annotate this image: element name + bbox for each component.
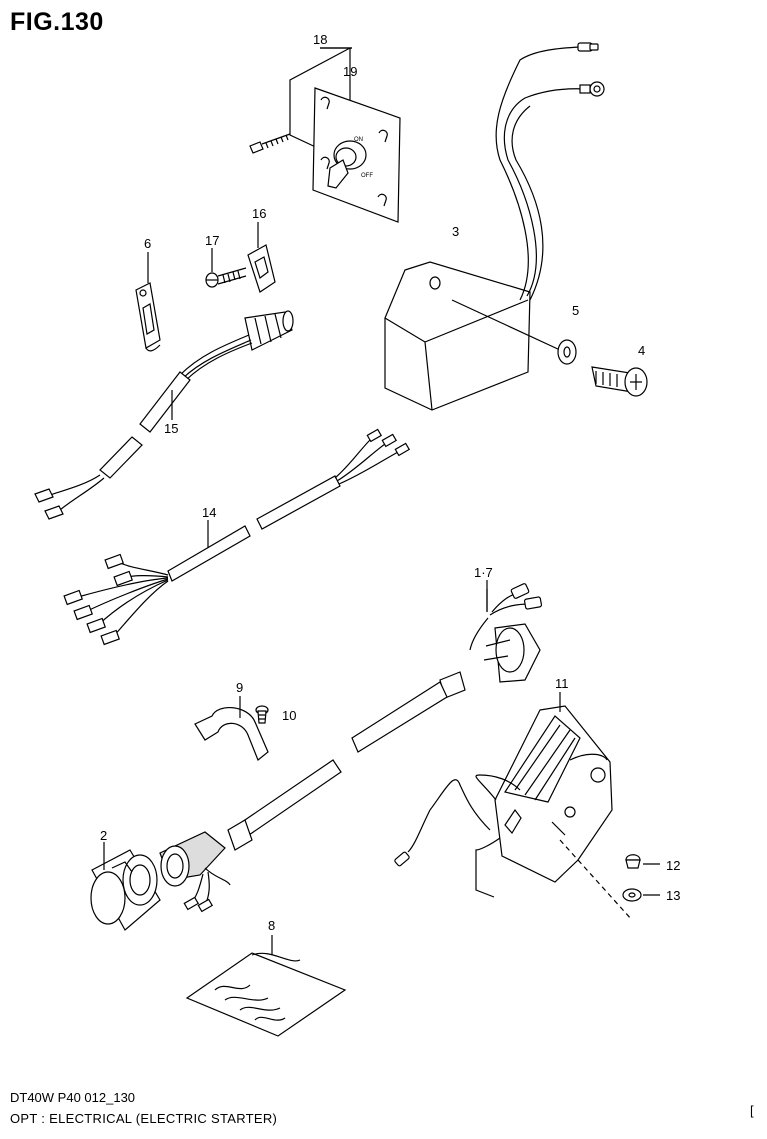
callout-13: 13	[666, 888, 680, 903]
callout-14: 14	[202, 505, 216, 520]
callout-9: 9	[236, 680, 243, 695]
svg-text:ON: ON	[354, 137, 363, 143]
callout-15: 15	[164, 421, 178, 436]
callout-5: 5	[572, 303, 579, 318]
callout-17: 17	[205, 233, 219, 248]
callout-10: 10	[282, 708, 296, 723]
on-off-marker-on: ON	[354, 137, 363, 143]
callout-6: 6	[144, 236, 151, 251]
washer-13-part	[559, 839, 660, 921]
callout-11: 11	[555, 676, 569, 691]
bolt-part	[591, 366, 648, 397]
electrical-unit-part	[384, 42, 605, 411]
screw-10-part	[255, 705, 269, 724]
bracket-part	[394, 692, 613, 898]
callout-16: 16	[252, 206, 266, 221]
on-off-marker-off: OFF	[361, 173, 373, 179]
clamp-plate-part	[247, 222, 276, 293]
screw-17-part	[205, 248, 247, 288]
bag-part	[185, 935, 347, 1037]
diagram-code: DT40W P40 012_130	[10, 1090, 136, 1105]
harness-14-part	[63, 428, 411, 646]
svg-text:OFF: OFF	[361, 173, 373, 179]
callout-12: 12	[666, 858, 680, 873]
callout-labels: 18 19 3 16 17 6 5 4 15 14 1·7 11 9 10 2 …	[100, 32, 680, 933]
clip-part	[135, 252, 161, 352]
main-harness-part	[159, 580, 543, 913]
bolt-12-part	[625, 854, 660, 869]
callout-19: 19	[343, 64, 357, 79]
harness-15-part	[34, 310, 294, 520]
callout-4: 4	[638, 343, 645, 358]
callout-3: 3	[452, 224, 459, 239]
callout-2: 2	[100, 828, 107, 843]
callout-1-7: 1·7	[474, 565, 493, 580]
callout-8: 8	[268, 918, 275, 933]
diagram-description: OPT : ELECTRICAL (ELECTRIC STARTER)	[10, 1111, 278, 1126]
callout-18: 18	[313, 32, 327, 47]
socket-part	[90, 842, 161, 931]
washer-part	[451, 299, 577, 365]
clamp-9-part	[194, 696, 269, 761]
switch-panel-part: ON OFF	[249, 47, 401, 223]
page-mark: [	[750, 1103, 754, 1118]
figure-title: FIG.130	[10, 8, 104, 36]
